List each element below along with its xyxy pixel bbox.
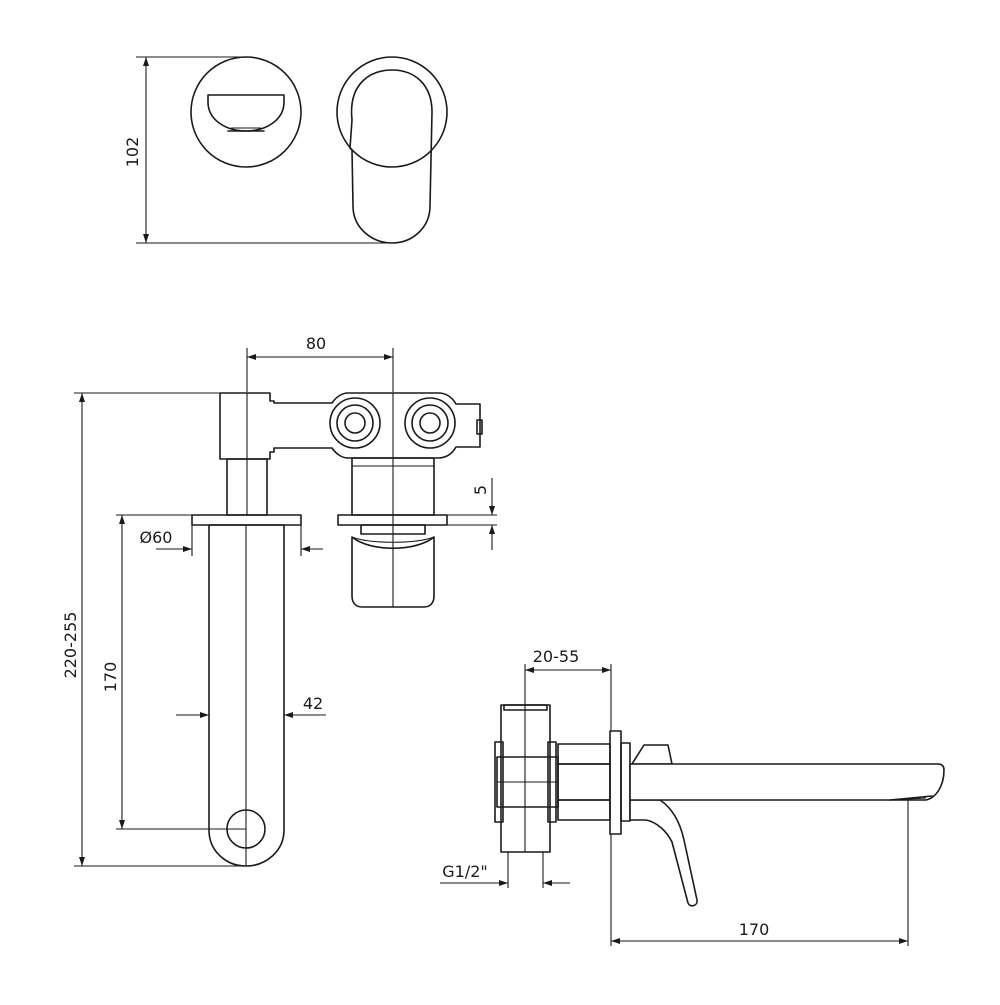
dim-thread-size-label: G1/2": [442, 862, 488, 881]
valve-left: [329, 397, 381, 449]
mixer-handle-front: [337, 457, 448, 608]
wall-flange-side: [609, 730, 631, 835]
connection-side: [557, 743, 611, 821]
dim-center-distance: 80: [246, 334, 394, 392]
dim-top-height-label: 102: [123, 137, 142, 168]
dim-spout-projection: 170: [610, 800, 909, 946]
top-view: 102: [123, 56, 448, 244]
top-view-handle-rosette: [336, 56, 448, 244]
handle-lever-side: [629, 744, 698, 907]
dim-total-height-label: 220-255: [61, 612, 80, 679]
dim-rosette-diameter: Ø60: [140, 525, 323, 556]
side-view: 20-55: [440, 647, 945, 946]
dim-flange-thickness: 5: [447, 478, 497, 550]
top-view-spout-rosette: [190, 56, 302, 168]
dim-flange-thickness-label: 5: [471, 485, 490, 495]
dim-rosette-diameter-label: Ø60: [140, 528, 173, 547]
spout-side: [629, 763, 945, 801]
dim-spout-projection-label: 170: [739, 920, 770, 939]
spout-front: [191, 514, 302, 867]
dim-thread-size: G1/2": [440, 852, 570, 888]
concealed-body: [219, 392, 483, 516]
dim-spout-width-label: 42: [303, 694, 323, 713]
dim-spout-height: 170: [101, 514, 246, 830]
front-view: 80: [61, 334, 497, 867]
dim-wall-depth-label: 20-55: [533, 647, 580, 666]
dim-wall-depth: 20-55: [524, 647, 612, 731]
valve-right: [404, 397, 456, 449]
concealed-body-side: [494, 704, 559, 853]
dim-spout-height-label: 170: [101, 662, 120, 693]
dim-spout-width: 42: [176, 694, 326, 718]
dim-total-height: 220-255: [61, 392, 246, 867]
dim-top-height: 102: [123, 56, 392, 244]
dim-center-distance-label: 80: [306, 334, 326, 353]
